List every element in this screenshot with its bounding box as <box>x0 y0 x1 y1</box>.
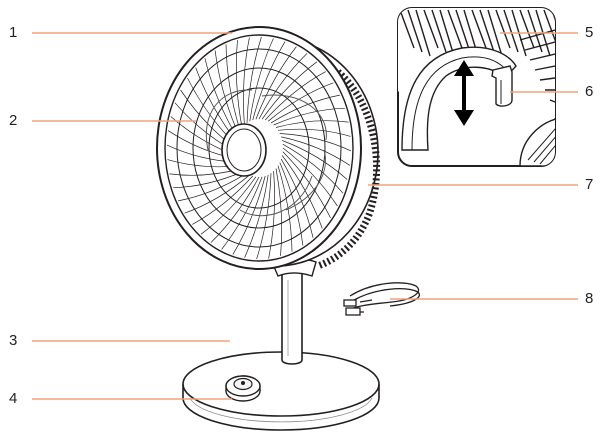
callout-3: 3 <box>9 333 17 348</box>
fan-pole <box>272 259 316 364</box>
callout-1: 1 <box>9 25 17 40</box>
fan-base <box>183 352 379 430</box>
fan-head <box>157 27 378 269</box>
callout-6: 6 <box>585 84 593 99</box>
callout-8: 8 <box>585 291 593 306</box>
callout-4: 4 <box>9 391 17 406</box>
control-knob <box>226 376 260 401</box>
callout-5: 5 <box>585 25 593 40</box>
callout-7: 7 <box>585 177 593 192</box>
hook-detail-inset <box>398 8 582 166</box>
callout-2: 2 <box>9 113 17 128</box>
